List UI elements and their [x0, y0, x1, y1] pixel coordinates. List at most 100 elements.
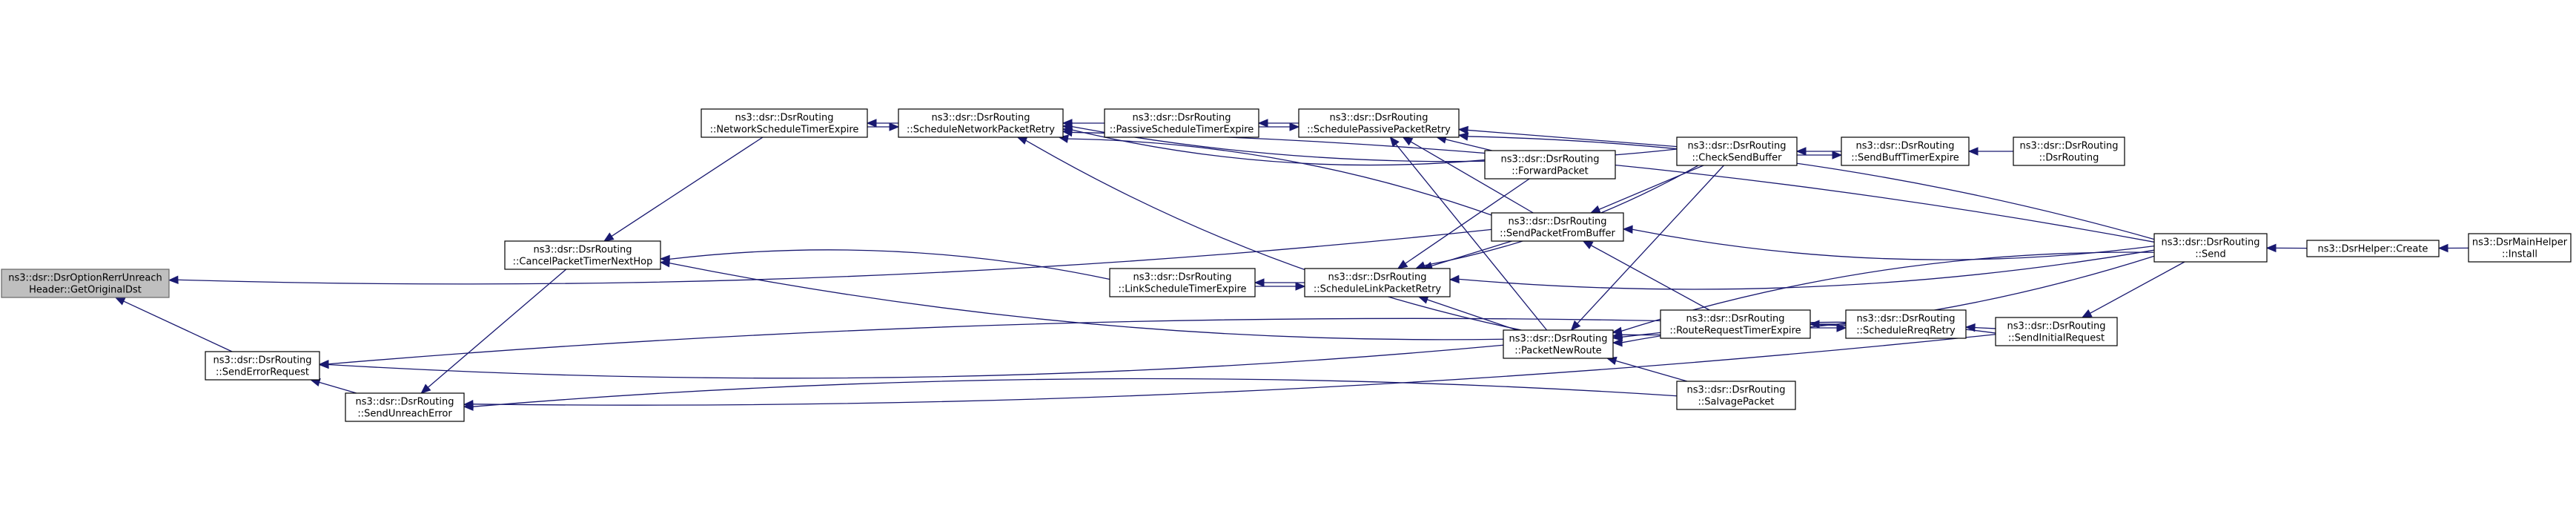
call-edge [1606, 356, 1688, 382]
node-label: ::DsrRouting [2039, 153, 2099, 164]
node-check-send-buffer[interactable]: ns3::dsr::DsrRouting::CheckSendBuffer [1676, 136, 1798, 166]
edge-line [611, 136, 764, 237]
edge-line [669, 263, 1504, 340]
call-edge [1611, 251, 2154, 335]
node-forward-packet[interactable]: ns3::dsr::DsrRouting::ForwardPacket [1484, 150, 1616, 180]
node-send-packet-from-buffer[interactable]: ns3::dsr::DsrRouting::SendPacketFromBuff… [1491, 212, 1624, 242]
edge-line [1405, 178, 1530, 264]
node-box[interactable] [2153, 233, 2268, 263]
node-salvage-packet[interactable]: ns3::dsr::DsrRouting::SalvagePacket [1676, 381, 1796, 410]
arrowhead-icon [1611, 326, 1623, 335]
node-label: ns3::dsr::DsrRouting [2007, 321, 2106, 332]
node-box[interactable] [1676, 381, 1796, 410]
edge-line [1427, 299, 1517, 331]
edge-line [1577, 165, 1724, 324]
node-label: ns3::DsrHelper::Create [2318, 244, 2428, 255]
node-cancel-packet-timer[interactable]: ns3::dsr::DsrRouting::CancelPacketTimerN… [504, 240, 661, 270]
edge-line [427, 269, 567, 388]
node-label: ns3::dsr::DsrRouting [1686, 314, 1785, 325]
arrowhead-icon [114, 297, 126, 306]
edge-line [319, 381, 357, 394]
node-main-helper-install[interactable]: ns3::DsrMainHelper::Install [2468, 233, 2572, 263]
node-send[interactable]: ns3::dsr::DsrRouting::Send [2153, 233, 2268, 263]
node-box[interactable] [504, 240, 661, 270]
edge-line [1467, 129, 1678, 148]
node-schedule-passive-packet-retry[interactable]: ns3::dsr::DsrRouting::SchedulePassivePac… [1298, 108, 1460, 138]
node-box[interactable] [1, 269, 170, 298]
node-box[interactable] [1676, 136, 1798, 166]
node-helper-create[interactable]: ns3::DsrHelper::Create [2306, 240, 2440, 257]
node-box[interactable] [205, 351, 320, 381]
node-schedule-network-packet-retry[interactable]: ns3::dsr::DsrRouting::ScheduleNetworkPac… [898, 108, 1064, 138]
node-route-request-timer-expire[interactable]: ns3::dsr::DsrRouting::RouteRequestTimerE… [1660, 309, 1811, 339]
node-box[interactable] [2306, 240, 2440, 257]
node-box[interactable] [1304, 268, 1451, 297]
arrowhead-icon [1414, 261, 1426, 270]
node-schedule-rreq-retry[interactable]: ns3::dsr::DsrRouting::ScheduleRreqRetry [1845, 309, 1967, 339]
call-edge [2081, 261, 2185, 318]
edge-line [1071, 129, 1486, 166]
arrowhead-icon [1457, 125, 1469, 135]
node-label: ::PassiveScheduleTimerExpire [1110, 125, 1254, 136]
node-box[interactable] [1104, 108, 1259, 138]
node-box[interactable] [898, 108, 1064, 138]
arrowhead-icon [2081, 309, 2093, 318]
node-label: ::ScheduleNetworkPacketRetry [907, 125, 1055, 136]
call-edge [1457, 132, 2155, 240]
node-label: ::SalvagePacket [1698, 397, 1774, 408]
arrowhead-icon [1582, 240, 1594, 250]
node-box[interactable] [1484, 150, 1616, 180]
edge-line [1467, 136, 2155, 240]
call-edge [2437, 243, 2469, 253]
edge-line [123, 300, 233, 352]
node-label: ::SchedulePassivePacketRetry [1307, 125, 1451, 136]
node-box[interactable] [2468, 233, 2572, 263]
node-box[interactable] [1503, 329, 1614, 359]
node-label: ::PacketNewRoute [1514, 346, 1601, 357]
edge-line [177, 228, 1492, 285]
node-box[interactable] [1995, 317, 2118, 346]
node-label: ns3::dsr::DsrRouting [1509, 334, 1608, 345]
node-schedule-link-packet-retry[interactable]: ns3::dsr::DsrRouting::ScheduleLinkPacket… [1304, 268, 1451, 297]
edge-line [328, 344, 1504, 379]
node-box[interactable] [701, 108, 868, 138]
node-box[interactable] [2013, 136, 2125, 166]
arrowhead-icon [1448, 274, 1460, 284]
node-box[interactable] [1491, 212, 1624, 242]
node-send-buff-timer-expire[interactable]: ns3::dsr::DsrRouting::SendBuffTimerExpir… [1841, 136, 1970, 166]
node-box[interactable] [1841, 136, 1970, 166]
arrowhead-icon [1289, 122, 1300, 131]
node-box[interactable] [345, 392, 465, 422]
node-box[interactable] [1845, 309, 1967, 339]
arrowhead-icon [1397, 260, 1408, 269]
node-label: ns3::dsr::DsrRouting [1133, 272, 1232, 283]
node-link-schedule-timer-expire[interactable]: ns3::dsr::DsrRouting::LinkScheduleTimerE… [1109, 268, 1256, 297]
node-root[interactable]: ns3::dsr::DsrOptionRerrUnreachHeader::Ge… [1, 269, 170, 298]
edge-line [1598, 165, 1704, 210]
node-box[interactable] [1298, 108, 1460, 138]
node-passive-schedule-timer-expire[interactable]: ns3::dsr::DsrRouting::PassiveScheduleTim… [1104, 108, 1259, 138]
node-label: ::SendErrorRequest [216, 367, 309, 378]
node-packet-new-route[interactable]: ns3::dsr::DsrRouting::PacketNewRoute [1503, 329, 1614, 359]
node-label: ::CancelPacketTimerNextHop [513, 257, 653, 268]
call-edge [1058, 134, 1492, 216]
edge-line [1458, 249, 2155, 290]
node-dsr-routing-ctor[interactable]: ns3::dsr::DsrRouting::DsrRouting [2013, 136, 2125, 166]
call-edge [1457, 125, 1678, 148]
call-edge [420, 269, 567, 394]
node-label: ::Send [2195, 249, 2226, 260]
arrowhead-icon [1967, 147, 1979, 156]
node-label: ns3::dsr::DsrRouting [932, 113, 1030, 124]
node-send-unreach-error[interactable]: ns3::dsr::DsrRouting::SendUnreachError [345, 392, 465, 422]
arrowhead-icon [463, 400, 474, 409]
call-edge [1389, 136, 1548, 331]
node-send-error-request[interactable]: ns3::dsr::DsrRouting::SendErrorRequest [205, 351, 320, 381]
arrowhead-icon [1389, 136, 1400, 148]
node-box[interactable] [1660, 309, 1811, 339]
node-label: ns3::dsr::DsrRouting [1501, 154, 1600, 165]
call-edge [1402, 136, 1534, 214]
node-box[interactable] [1109, 268, 1256, 297]
node-label: Header::GetOriginalDst [29, 285, 142, 296]
node-send-initial-request[interactable]: ns3::dsr::DsrRouting::SendInitialRequest [1995, 317, 2118, 346]
node-network-schedule-timer-expire[interactable]: ns3::dsr::DsrRouting::NetworkScheduleTim… [701, 108, 868, 138]
